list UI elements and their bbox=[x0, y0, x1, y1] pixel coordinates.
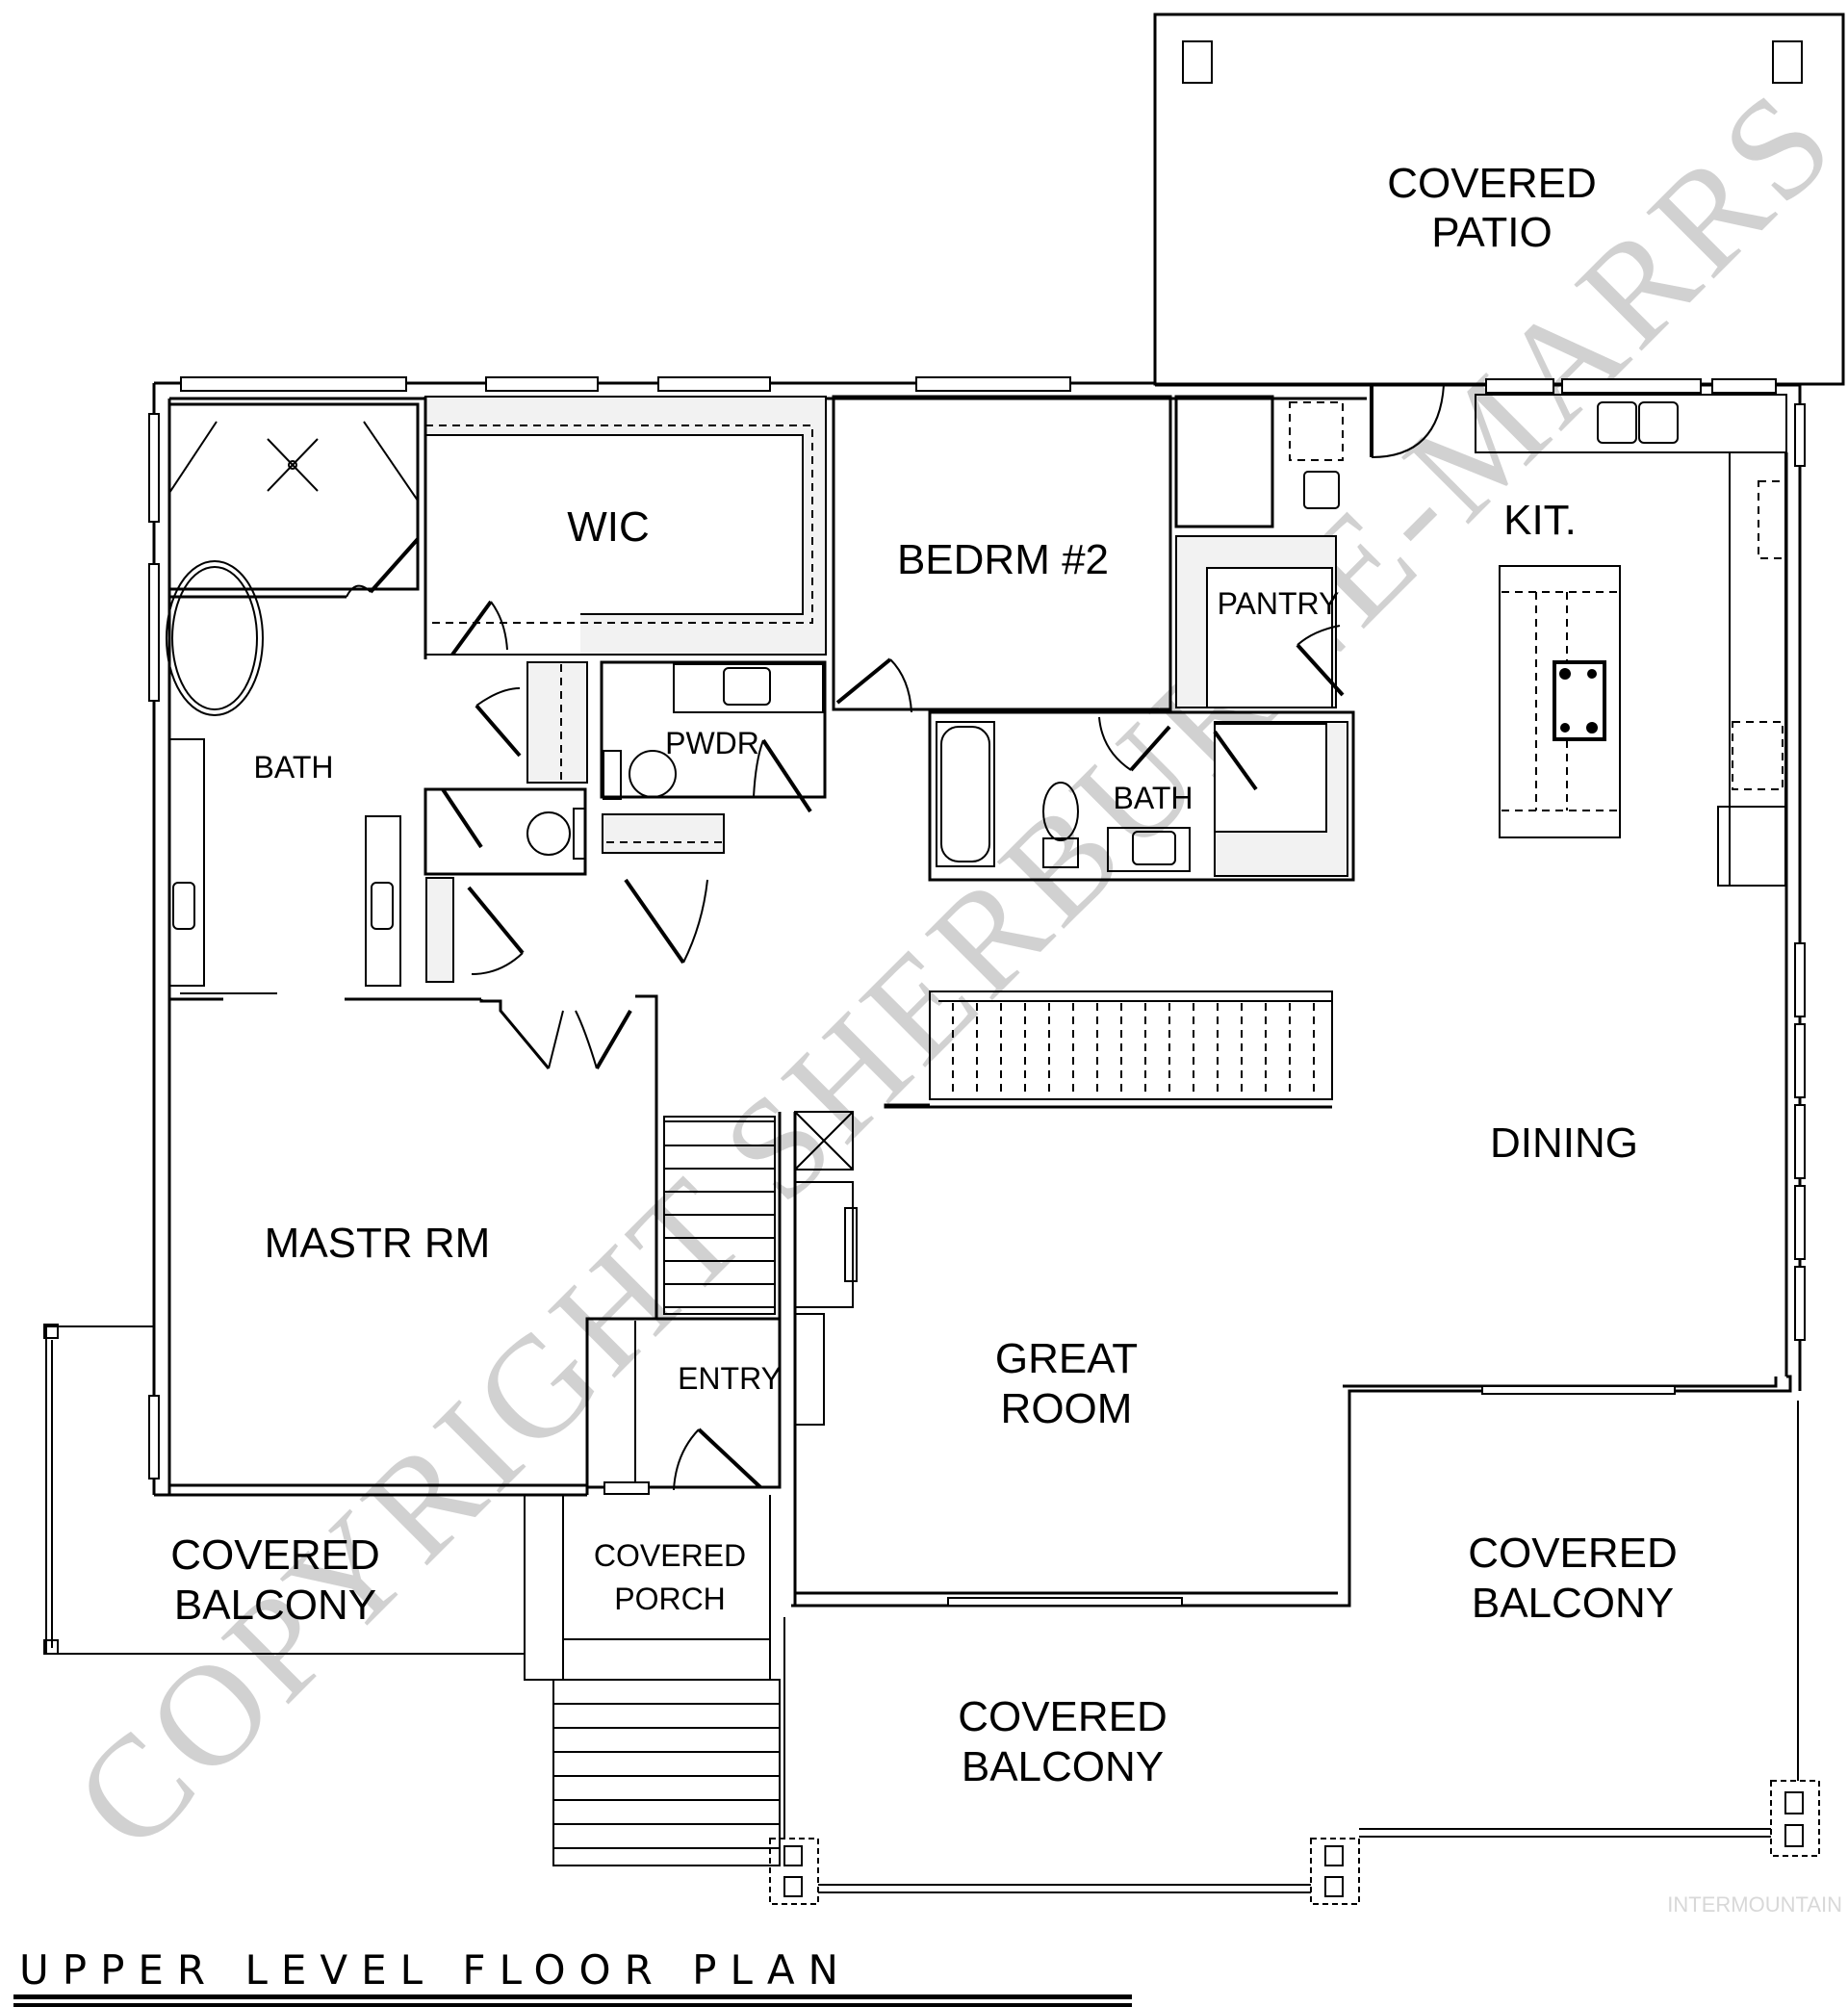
label-powder: PWDR bbox=[665, 726, 759, 760]
kitchen bbox=[1370, 384, 1787, 887]
label-bedroom-2: BEDRM #2 bbox=[897, 536, 1109, 583]
bedroom-2 bbox=[832, 395, 1172, 713]
label-great-room-2: ROOM bbox=[1001, 1385, 1133, 1432]
title-underline bbox=[13, 1994, 1132, 1999]
label-covered-porch-2: PORCH bbox=[614, 1582, 726, 1616]
master-bath bbox=[166, 402, 481, 1001]
label-great-room: GREAT bbox=[995, 1335, 1138, 1382]
powder-room bbox=[600, 660, 827, 965]
label-covered-balcony-left: COVERED bbox=[170, 1531, 380, 1579]
label-entry: ENTRY bbox=[678, 1361, 782, 1396]
label-covered-balcony-bottom-2: BALCONY bbox=[962, 1743, 1164, 1790]
top-windows bbox=[180, 376, 1777, 394]
plan-title: UPPER LEVEL FLOOR PLAN bbox=[19, 1946, 852, 1994]
label-bath-2: BATH bbox=[1114, 781, 1194, 815]
label-wic: WIC bbox=[567, 503, 650, 551]
stair-railing bbox=[884, 991, 1333, 1109]
covered-porch bbox=[552, 1495, 781, 1866]
covered-balcony-bottom bbox=[769, 1401, 1820, 1905]
entry bbox=[585, 1317, 782, 1495]
side-windows bbox=[148, 403, 1806, 1480]
label-pantry: PANTRY bbox=[1218, 586, 1340, 621]
label-covered-porch: COVERED bbox=[594, 1538, 746, 1573]
covered-balcony-left bbox=[43, 1324, 564, 1681]
credit-watermark: INTERMOUNTAIN bbox=[1667, 1892, 1842, 1917]
bath-2 bbox=[928, 710, 1355, 882]
entry-stairs bbox=[663, 1111, 858, 1606]
label-covered-balcony-left-2: BALCONY bbox=[174, 1582, 376, 1629]
label-covered-balcony-bottom: COVERED bbox=[958, 1693, 1168, 1740]
label-covered-patio-2: PATIO bbox=[1431, 209, 1553, 256]
hall-closets bbox=[424, 661, 588, 983]
label-kitchen: KIT. bbox=[1503, 497, 1577, 544]
room-labels: COVERED PATIO WIC BEDRM #2 KIT. PANTRY B… bbox=[170, 160, 1678, 1790]
label-master-room: MASTR RM bbox=[265, 1220, 491, 1267]
label-covered-patio: COVERED bbox=[1387, 160, 1597, 207]
walk-in-closet bbox=[424, 396, 827, 659]
pantry bbox=[1174, 395, 1345, 708]
great-room-front bbox=[795, 1385, 1676, 1607]
label-covered-balcony-right-2: BALCONY bbox=[1472, 1580, 1674, 1627]
label-dining: DINING bbox=[1490, 1119, 1638, 1167]
title-underline-2 bbox=[13, 2003, 1132, 2007]
label-covered-balcony-right: COVERED bbox=[1468, 1530, 1678, 1577]
label-master-bath: BATH bbox=[254, 750, 334, 785]
